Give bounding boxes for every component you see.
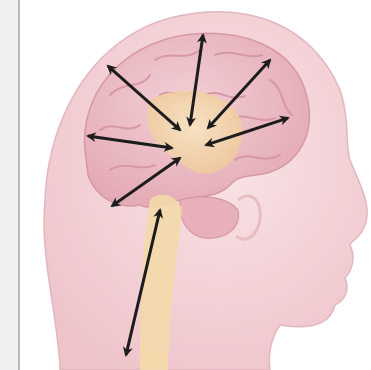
left-panel <box>0 0 18 370</box>
